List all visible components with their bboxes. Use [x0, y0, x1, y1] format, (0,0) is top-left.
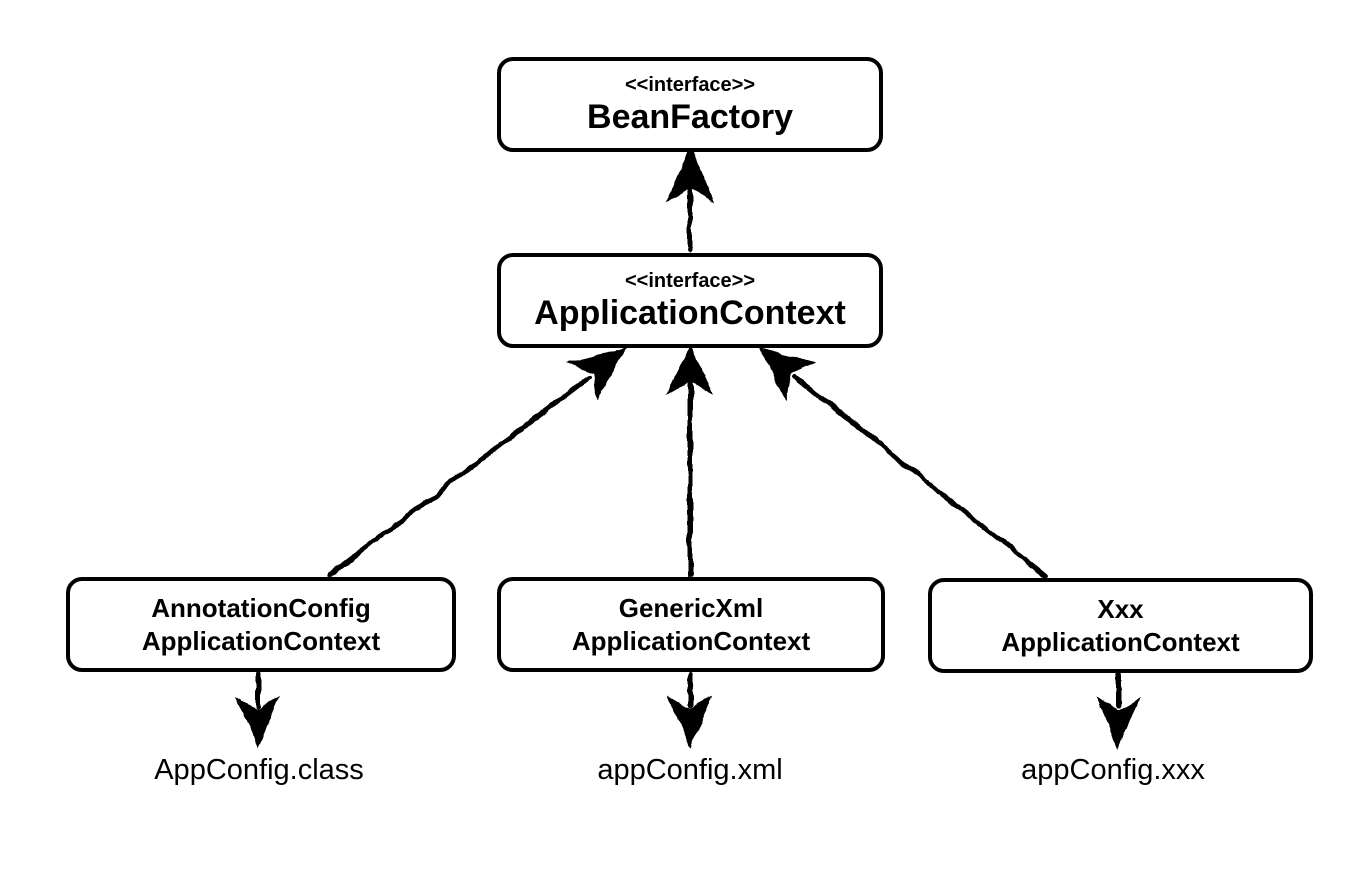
applicationcontext-stereotype: <<interface>> — [624, 269, 756, 292]
arrow-genericxml-to-appconfig-xml — [667, 671, 713, 749]
arrow-genericxml-to-applicationcontext — [666, 344, 714, 578]
annotationconfig-line2: ApplicationContext — [141, 625, 381, 656]
xxx-line1: Xxx — [1097, 593, 1144, 624]
file-label-appconfig-class: AppConfig.class — [154, 754, 364, 786]
arrow-annotationconfig-to-appconfig-class — [235, 671, 281, 749]
genericxml-line2: ApplicationContext — [571, 625, 811, 656]
file-label-appconfig-xml: appConfig.xml — [597, 754, 783, 786]
arrow-xxx-to-applicationcontext — [758, 347, 1048, 579]
xxx-line2: ApplicationContext — [1001, 626, 1240, 657]
file-label-appconfig-xxx: appConfig.xxx — [1021, 754, 1205, 786]
genericxml-line1: GenericXml — [618, 592, 764, 623]
node-applicationcontext: <<interface>> ApplicationContext — [497, 253, 883, 348]
beanfactory-stereotype: <<interface>> — [624, 73, 756, 96]
node-annotationconfig-applicationcontext: AnnotationConfig ApplicationContext — [66, 577, 456, 672]
applicationcontext-name: ApplicationContext — [534, 293, 846, 332]
node-xxx-applicationcontext: Xxx ApplicationContext — [928, 578, 1313, 673]
node-genericxml-applicationcontext: GenericXml ApplicationContext — [497, 577, 885, 672]
beanfactory-name: BeanFactory — [587, 97, 793, 136]
arrow-applicationcontext-to-beanfactory — [665, 145, 715, 253]
annotationconfig-line1: AnnotationConfig — [151, 592, 371, 623]
arrow-xxx-to-appconfig-xxx — [1095, 671, 1141, 750]
arrow-annotationconfig-to-applicationcontext — [327, 347, 627, 578]
node-beanfactory: <<interface>> BeanFactory — [497, 57, 883, 152]
